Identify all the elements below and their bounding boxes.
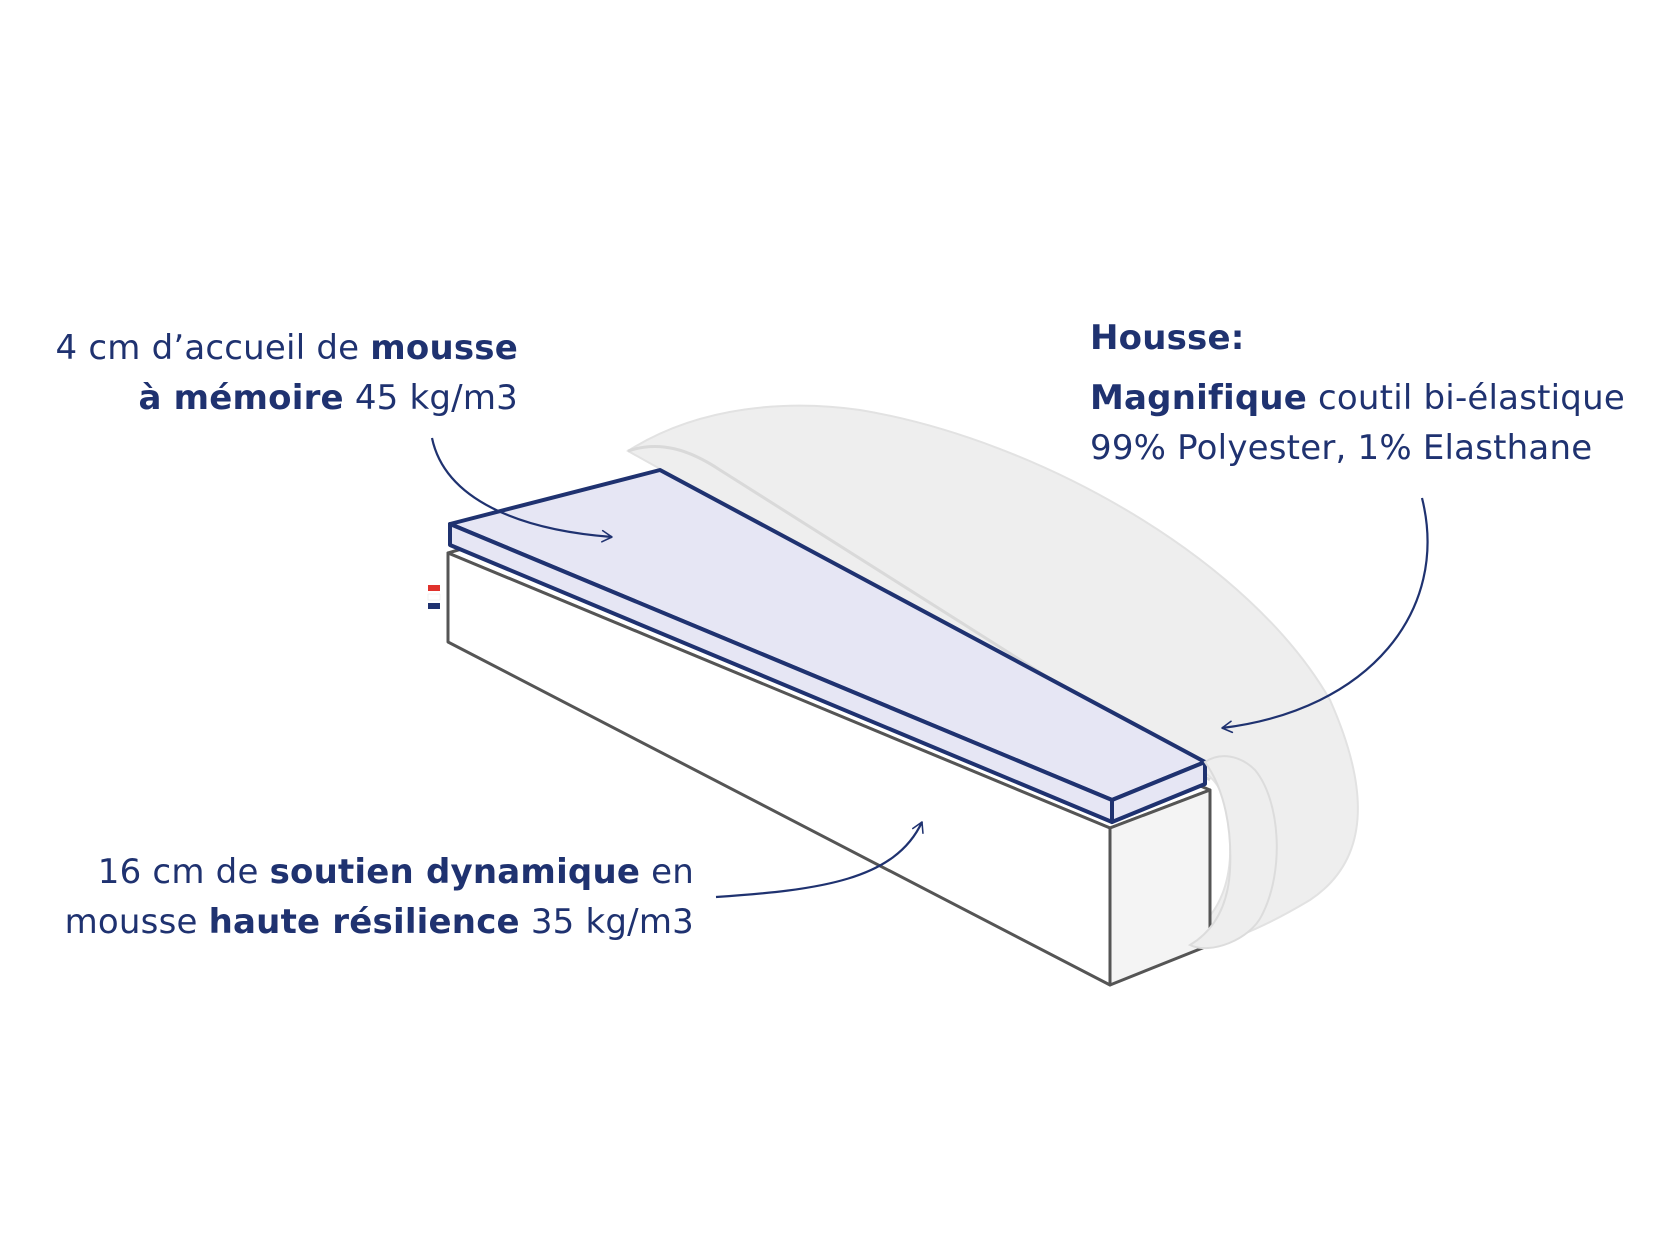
support-foam-prefix: 16 cm de [97,852,270,892]
support-foam-line2: mousse haute résilience 35 kg/m3 [30,897,694,947]
cover-fold [1187,755,1278,950]
memory-foam-bold2: à mémoire [138,378,344,418]
support-foam-bold2: haute résilience [208,902,520,942]
cover-label: Housse: Magnifique coutil bi-élastique 9… [1090,313,1670,473]
support-foam-label: 16 cm de soutien dynamique en mousse hau… [30,847,694,947]
support-foam-bold1: soutien dynamique [269,852,641,892]
support-foam-line1: 16 cm de soutien dynamique en [30,847,694,897]
cover-line1: Magnifique coutil bi-élastique [1090,373,1670,423]
support-foam-arrow [715,821,924,899]
cover-bold: Magnifique [1090,378,1308,418]
memory-foam-arrow [430,437,613,543]
memory-foam-line1: 4 cm d’accueil de mousse [40,323,518,373]
support-foam-mid: en [640,852,694,892]
memory-foam-layer [448,468,1207,824]
cover-title: Housse: [1090,313,1670,363]
cover-shape [626,404,1359,950]
memory-foam-label: 4 cm d’accueil de mousse à mémoire 45 kg… [40,323,518,423]
cover-line2: 99% Polyester, 1% Elasthane [1090,428,1593,468]
cover-arrow [1221,497,1429,734]
cover-title-text: Housse: [1090,318,1245,358]
cover-line1-rest: coutil bi-élastique [1307,378,1625,418]
french-flag-icon [427,585,441,609]
memory-foam-suffix: 45 kg/m3 [343,378,518,418]
memory-foam-line2: à mémoire 45 kg/m3 [40,373,518,423]
memory-foam-bold1: mousse [370,328,518,368]
support-foam-line2-prefix: mousse [64,902,209,942]
support-foam-suffix: 35 kg/m3 [519,902,694,942]
memory-foam-prefix: 4 cm d’accueil de [55,328,371,368]
